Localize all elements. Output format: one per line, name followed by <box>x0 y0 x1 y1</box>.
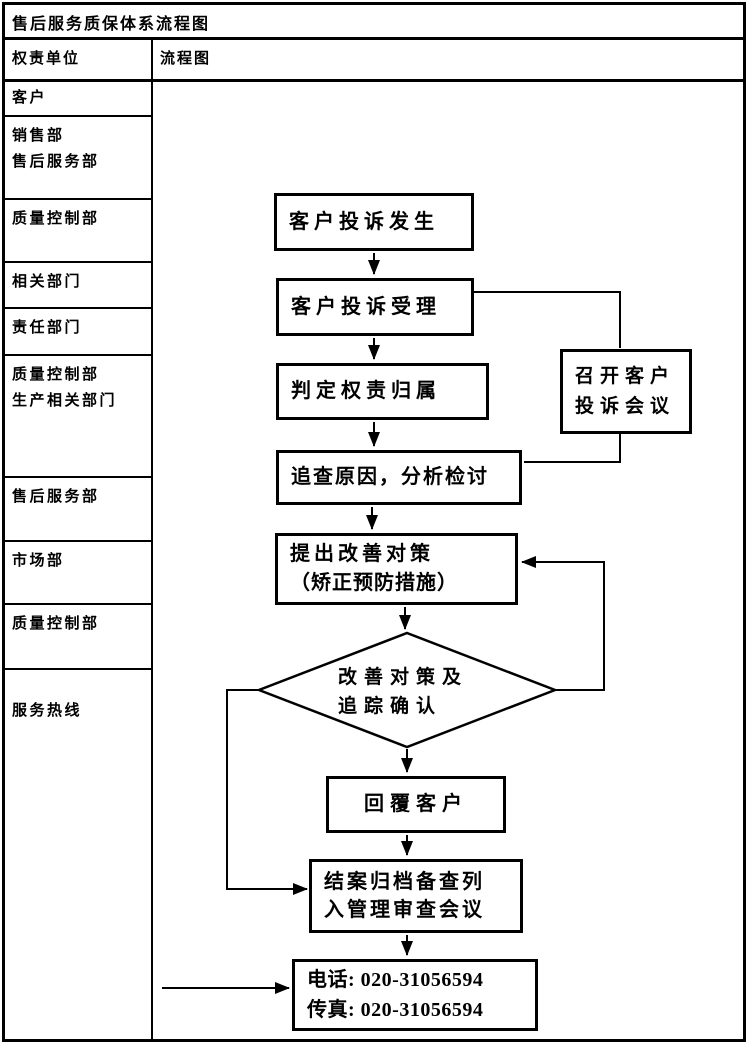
connector-accept-to-meeting <box>474 291 621 348</box>
header-responsibility-unit: 权责单位 <box>12 51 81 67</box>
decision-diamond <box>255 631 559 749</box>
dept-row-quality-control-2: 质量控制部 <box>5 605 151 670</box>
node-decision-label: 改善对策及 追踪确认 <box>338 667 469 717</box>
node-contact-info: 电话: 020-31056594 传真: 020-31056594 <box>292 959 538 1031</box>
node-complaint-accept: 客户投诉受理 <box>276 278 474 336</box>
node-determine-responsibility: 判定权责归属 <box>276 363 489 420</box>
node-propose-improvement: 提出改善对策 （矫正预防措施） <box>275 533 518 605</box>
column-divider <box>151 40 153 1042</box>
dept-row-marketing: 市场部 <box>5 542 151 605</box>
node-reply-customer: 回覆客户 <box>326 776 506 833</box>
node-customer-complaint-meeting: 召开客户 投诉会议 <box>560 349 692 434</box>
dept-row-after-sales-service: 售后服务部 <box>5 478 151 542</box>
node-close-case-archive: 结案归档备查列 入管理审查会议 <box>309 859 523 933</box>
dept-row-sales-afterservice: 销售部 售后服务部 <box>5 117 151 200</box>
dept-row-quality-control-1: 质量控制部 <box>5 200 151 263</box>
header-flowchart: 流程图 <box>160 51 212 67</box>
connector-decision-loop-to-close <box>226 689 308 895</box>
dept-row-service-hotline: 服务热线 <box>12 703 83 719</box>
dept-row-qc-production: 质量控制部 生产相关部门 <box>5 356 151 478</box>
dept-row-related-depts: 相关部门 <box>5 263 151 309</box>
page-title: 售后服务质保体系流程图 <box>12 16 211 33</box>
dept-row-customer: 客户 <box>5 80 151 117</box>
connector-decision-loop-to-propose <box>521 556 605 691</box>
header-row-divider <box>2 79 746 82</box>
node-complaint-occur: 客户投诉发生 <box>274 193 474 251</box>
connector-meeting-to-investigate <box>524 434 621 463</box>
dept-row-responsible-dept: 责任部门 <box>5 309 151 356</box>
node-investigate-cause: 追查原因，分析检讨 <box>276 450 522 505</box>
title-row-divider <box>2 37 746 40</box>
